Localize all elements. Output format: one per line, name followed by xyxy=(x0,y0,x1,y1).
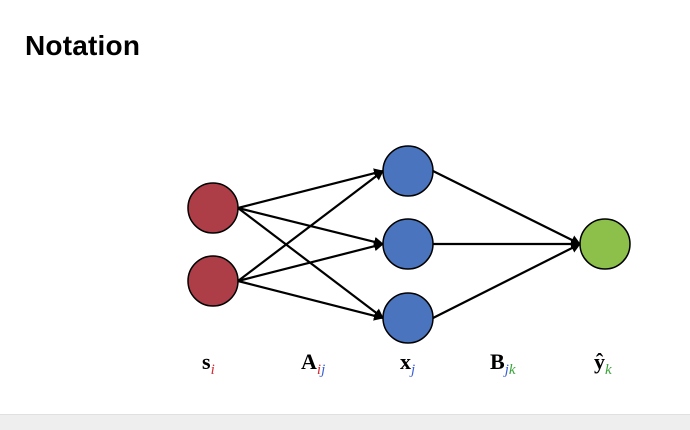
hidden-node-x2 xyxy=(382,218,434,270)
label-B-jk: Bjk xyxy=(490,349,516,378)
label-A-main: A xyxy=(301,349,317,374)
hidden-node-x3 xyxy=(382,292,434,344)
bottom-bar xyxy=(0,414,690,430)
label-B-sub-1: j xyxy=(503,362,509,378)
edge-x1-y xyxy=(432,170,581,245)
input-node-s1 xyxy=(187,182,239,234)
edge-s2-x1 xyxy=(237,170,384,282)
input-nodes xyxy=(187,182,239,307)
label-x-sub: j xyxy=(409,362,415,378)
edges-hidden-output xyxy=(432,170,581,319)
label-yhat-main: ŷ xyxy=(594,349,605,374)
edge-s2-x3 xyxy=(237,279,384,321)
label-A-ij: Aij xyxy=(301,349,325,378)
label-yhat-sub: k xyxy=(605,362,612,378)
label-x-main: x xyxy=(400,349,411,374)
label-yhat-k: ŷk xyxy=(594,349,612,378)
label-A-sub-1: i xyxy=(317,362,321,378)
slide-title: Notation xyxy=(25,30,141,61)
edge-s2-x2 xyxy=(237,241,384,283)
label-x-j: xj xyxy=(400,349,415,378)
input-node-s2 xyxy=(187,255,239,307)
output-node-y xyxy=(579,218,631,270)
label-A-sub-2: j xyxy=(319,362,325,378)
label-B-main: B xyxy=(490,349,505,374)
hidden-node-x1 xyxy=(382,145,434,197)
label-s-main: s xyxy=(202,349,211,374)
hidden-nodes xyxy=(382,145,434,344)
edges-input-hidden xyxy=(237,168,384,321)
edge-x3-y xyxy=(432,243,581,319)
output-nodes xyxy=(579,218,631,270)
label-s-sub: i xyxy=(211,362,215,378)
label-s-i: si xyxy=(202,349,215,378)
edge-s1-x1 xyxy=(237,168,384,210)
label-B-sub-2: k xyxy=(509,362,516,378)
